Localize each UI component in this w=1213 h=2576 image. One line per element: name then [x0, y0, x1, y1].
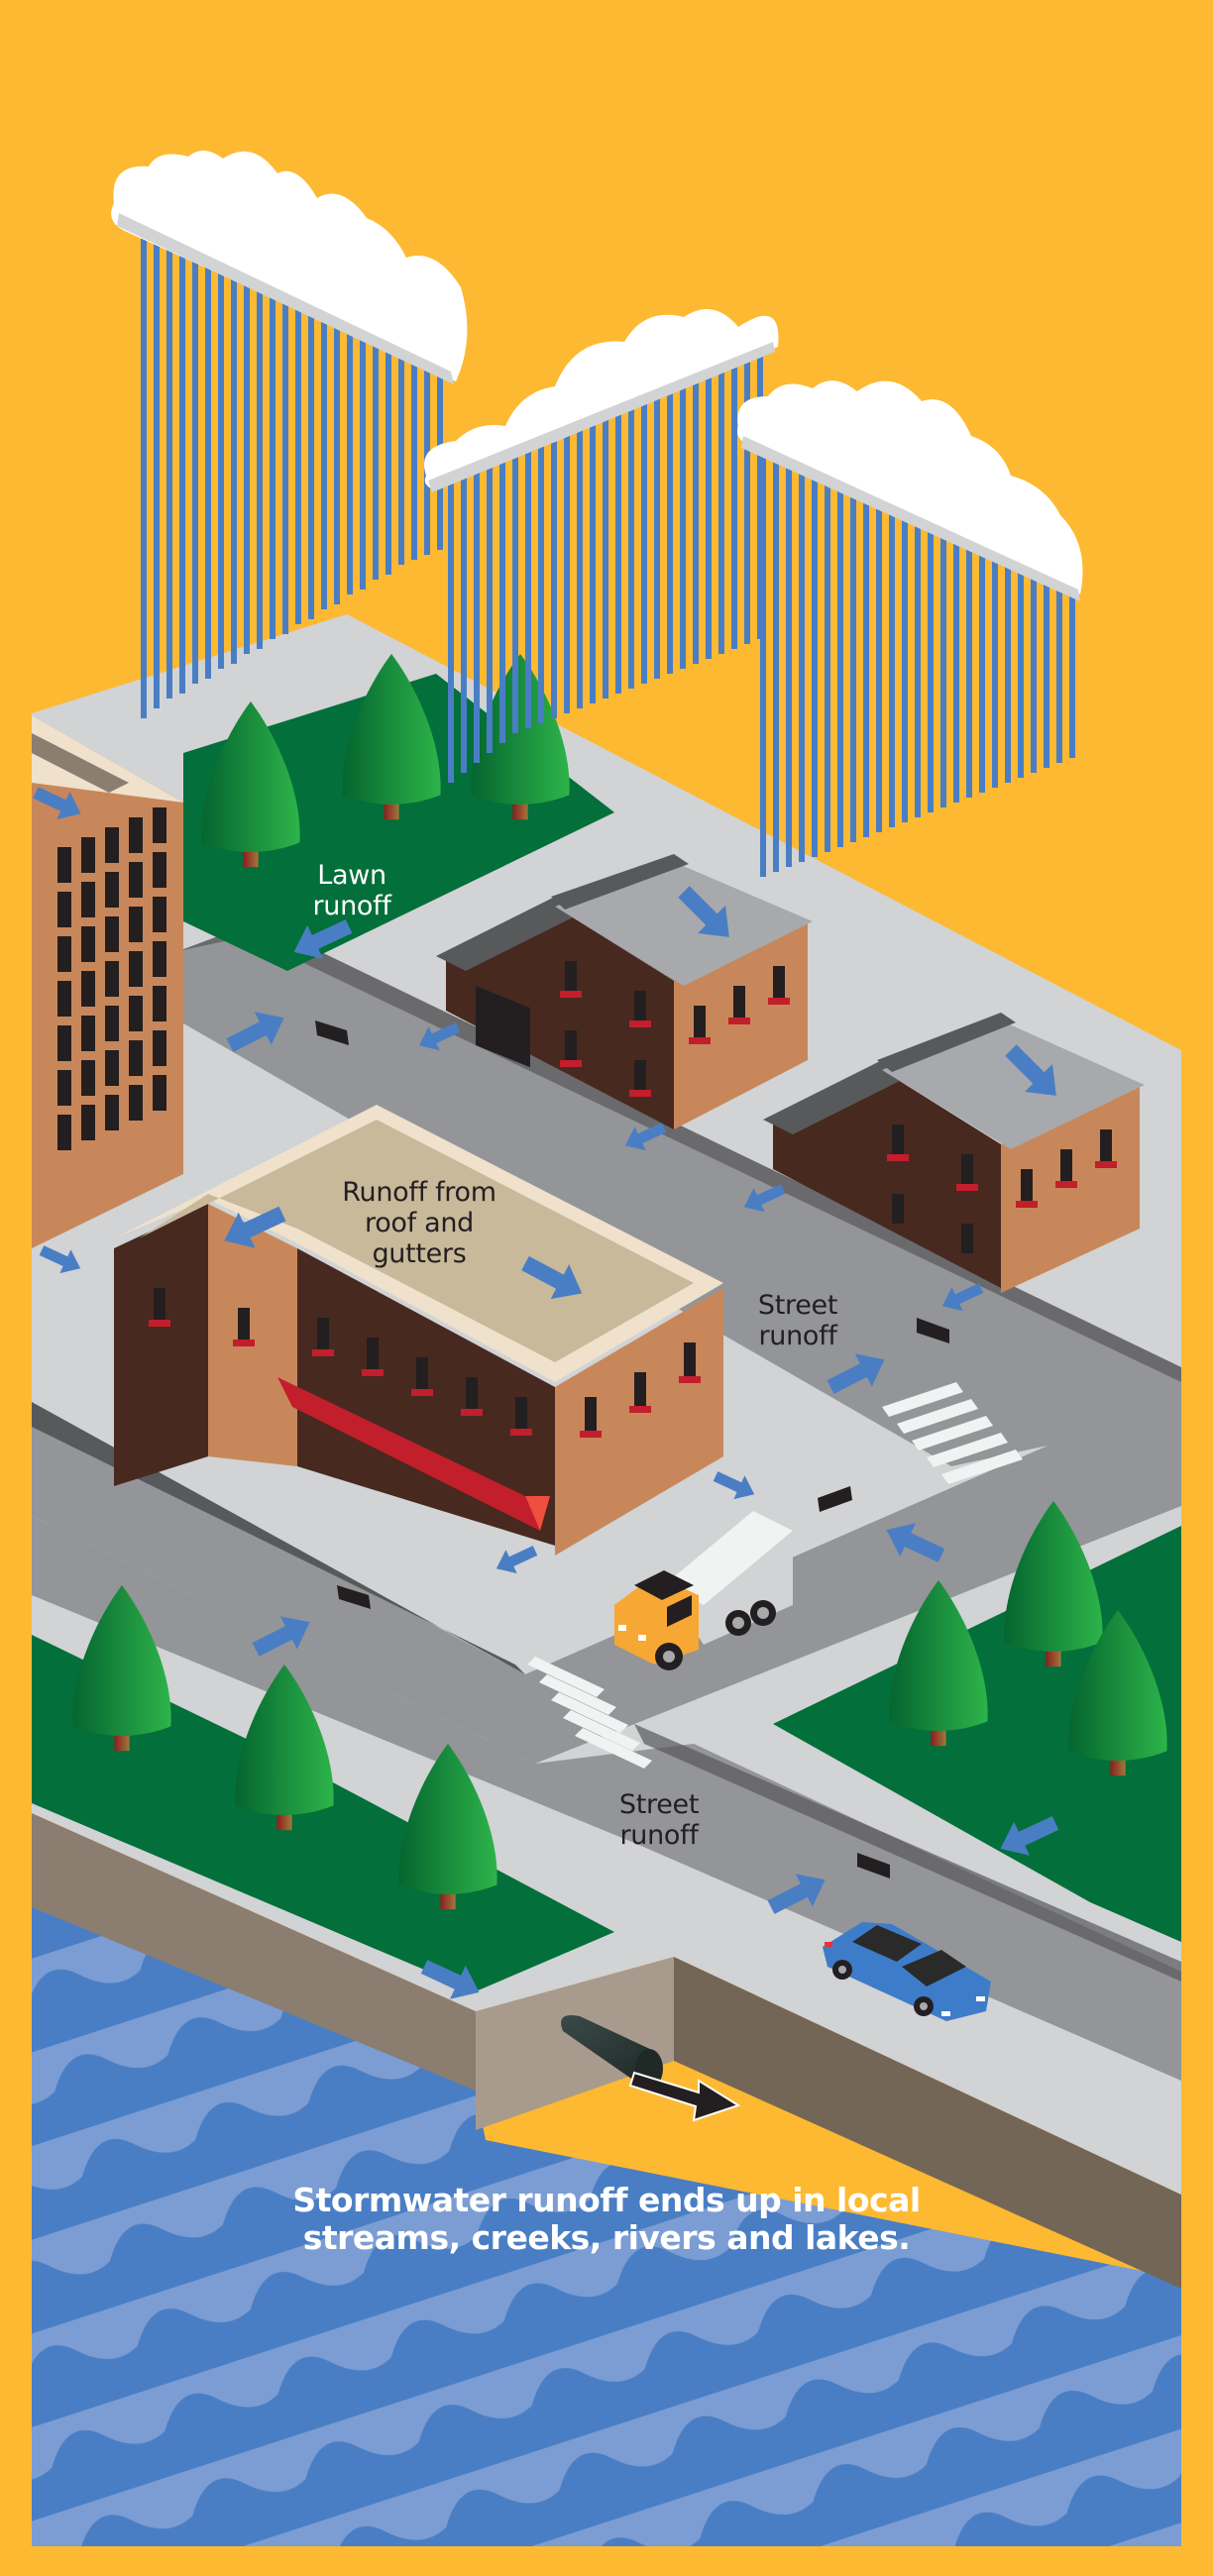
delivery-truck [614, 1506, 793, 1670]
house-upper [436, 854, 813, 1129]
crosswalk-upper [882, 1382, 1023, 1484]
rain-cloud-left [111, 150, 468, 718]
roof-runoff-label: Runoff from roof and gutters [342, 1177, 496, 1269]
river-water [32, 1902, 1181, 2546]
house-right [763, 1013, 1145, 1293]
stormwater-caption: Stormwater runoff ends up in local strea… [292, 2181, 921, 2257]
storm-drains [315, 1020, 949, 1878]
rain-cloud-center [424, 309, 779, 783]
rain-cloud-right [737, 380, 1083, 877]
crosswalk-lower [527, 1657, 652, 1769]
blue-sedan [823, 1922, 991, 2021]
apartment-tower [29, 715, 183, 1248]
street-runoff-label-upper: Street runoff [757, 1290, 838, 1351]
storefront-building [114, 1105, 723, 1556]
lawn-lower [32, 1635, 614, 1991]
riverbank-wall [32, 1813, 1181, 2289]
lawn-runoff-label: Lawn runoff [312, 860, 391, 921]
street-runoff-label-lower: Street runoff [618, 1789, 700, 1851]
outfall-pipe [561, 2015, 741, 2122]
